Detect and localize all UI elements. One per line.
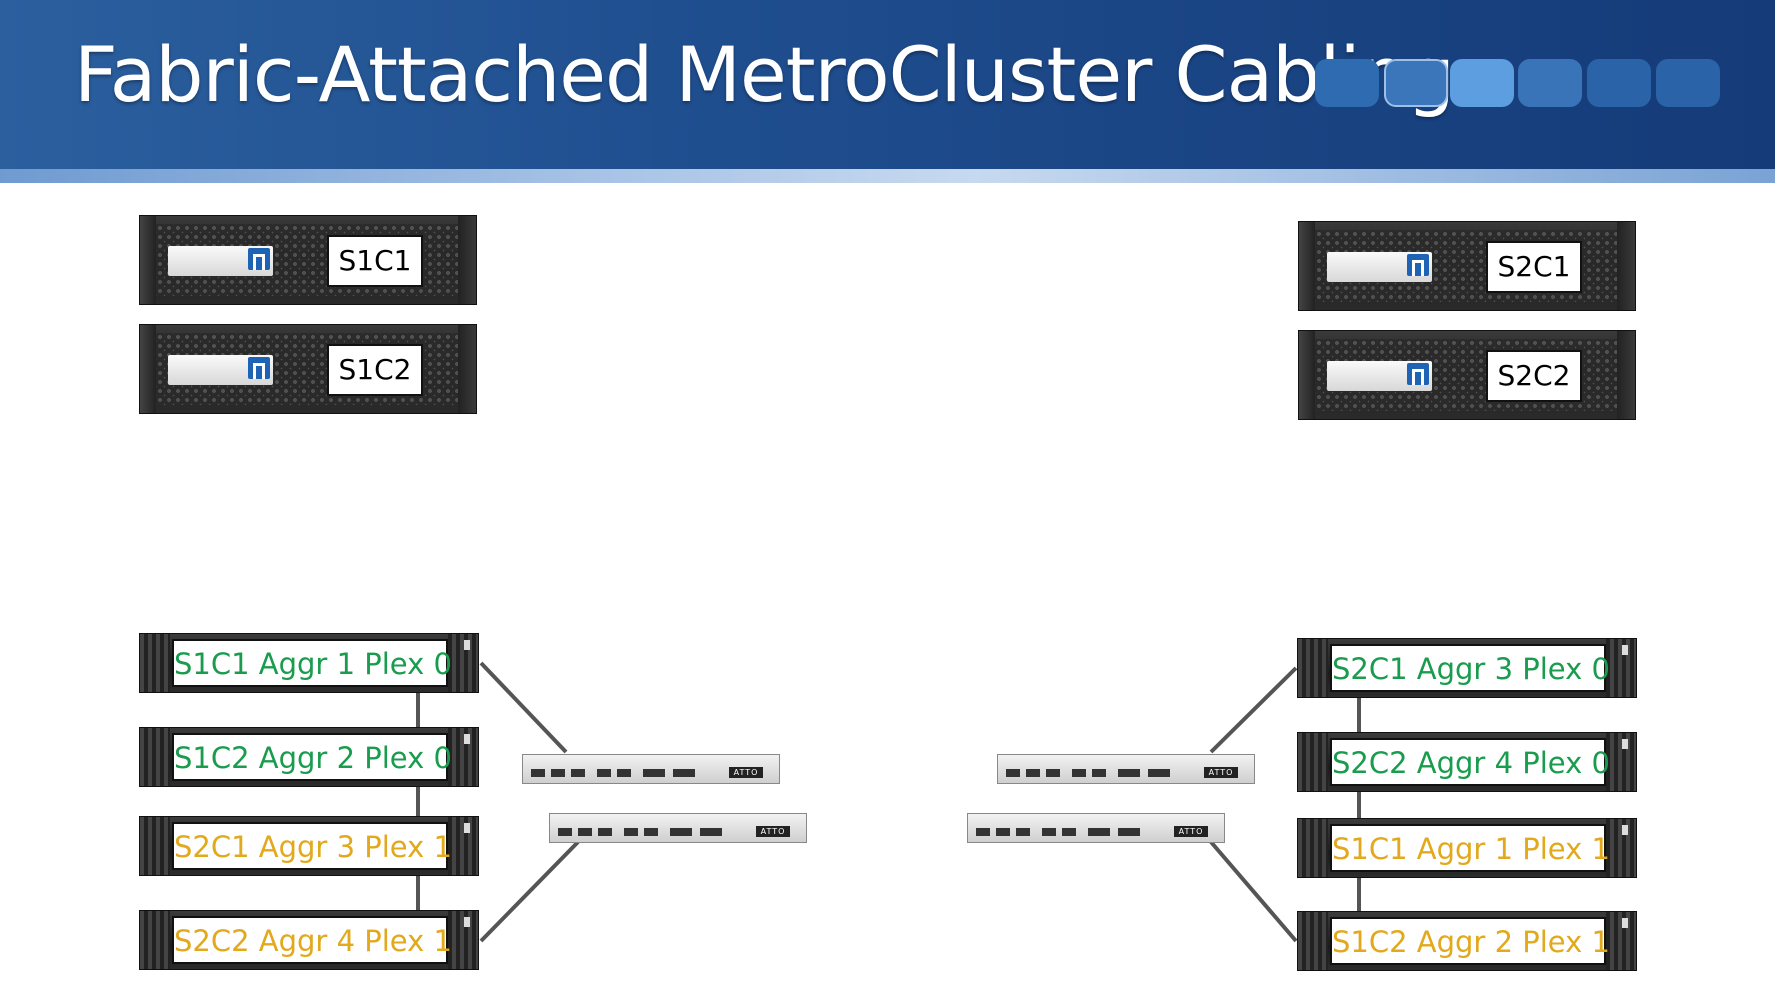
bridge-port-icon [670, 828, 692, 836]
bridge-port-icon [1118, 769, 1140, 777]
controller-label: S1C2 [327, 344, 423, 396]
netapp-logo-icon [1407, 363, 1429, 385]
netapp-logo-icon [248, 357, 270, 379]
bridge-port-icon [617, 769, 631, 777]
bridge-port-icon [1042, 828, 1056, 836]
fc-bridge-left-2: ATTO [549, 813, 807, 843]
cable-left-bottom-bridge [479, 840, 580, 943]
controller-s2c2: S2C2 [1298, 330, 1636, 420]
decor-tile-5 [1587, 59, 1651, 107]
bridge-port-icon [531, 769, 545, 777]
bridge-port-icon [597, 769, 611, 777]
bridge-port-icon [976, 828, 990, 836]
shelf-left-4: S2C2 Aggr 4 Plex 1 [139, 910, 479, 970]
cable-left-top-bridge [479, 661, 568, 754]
bridge-port-icon [1118, 828, 1140, 836]
controller-s1c1: S1C1 [139, 215, 477, 305]
controller-label: S1C1 [327, 235, 423, 287]
bridge-port-icon [598, 828, 612, 836]
shelf-right-2: S2C2 Aggr 4 Plex 0 [1297, 732, 1637, 792]
decor-tile-2 [1384, 59, 1448, 107]
cable-right-top-bridge [1209, 666, 1298, 754]
decor-tile-1 [1315, 59, 1379, 107]
fc-bridge-left-1: ATTO [522, 754, 780, 784]
bridge-port-icon [1088, 828, 1110, 836]
controller-s1c2: S1C2 [139, 324, 477, 414]
shelf-label: S1C1 Aggr 1 Plex 0 [172, 639, 452, 687]
fc-bridge-right-1: ATTO [997, 754, 1255, 784]
shelf-right-3: S1C1 Aggr 1 Plex 1 [1297, 818, 1637, 878]
shelf-label: S1C2 Aggr 2 Plex 0 [172, 733, 452, 781]
atto-logo: ATTO [729, 767, 763, 778]
decor-tile-6 [1656, 59, 1720, 107]
bridge-port-icon [1006, 769, 1020, 777]
netapp-logo-icon [1407, 254, 1429, 276]
decor-tile-4 [1518, 59, 1582, 107]
shelf-label: S2C2 Aggr 4 Plex 0 [1330, 738, 1610, 786]
shelf-left-2: S1C2 Aggr 2 Plex 0 [139, 727, 479, 787]
shelf-left-3: S2C1 Aggr 3 Plex 1 [139, 816, 479, 876]
bridge-port-icon [643, 769, 665, 777]
shelf-label: S2C2 Aggr 4 Plex 1 [172, 916, 452, 964]
bridge-port-icon [700, 828, 722, 836]
shelf-label: S2C1 Aggr 3 Plex 0 [1330, 644, 1610, 692]
atto-logo: ATTO [1174, 826, 1208, 837]
bridge-port-icon [644, 828, 658, 836]
bridge-port-icon [1026, 769, 1040, 777]
controller-label: S2C1 [1486, 241, 1582, 293]
bridge-port-icon [551, 769, 565, 777]
controller-s2c1: S2C1 [1298, 221, 1636, 311]
shelf-label: S1C2 Aggr 2 Plex 1 [1330, 917, 1610, 965]
title-banner: Fabric-Attached MetroCluster Cabling [0, 0, 1775, 183]
slide-title: Fabric-Attached MetroCluster Cabling [74, 30, 1455, 119]
shelf-left-1: S1C1 Aggr 1 Plex 0 [139, 633, 479, 693]
bridge-port-icon [1046, 769, 1060, 777]
cable-right-bottom-bridge [1209, 840, 1298, 943]
bridge-port-icon [1072, 769, 1086, 777]
bridge-port-icon [558, 828, 572, 836]
bridge-port-icon [1148, 769, 1170, 777]
bridge-port-icon [1062, 828, 1076, 836]
netapp-logo-icon [248, 248, 270, 270]
shelf-right-4: S1C2 Aggr 2 Plex 1 [1297, 911, 1637, 971]
shelf-label: S2C1 Aggr 3 Plex 1 [172, 822, 452, 870]
bridge-port-icon [624, 828, 638, 836]
shelf-right-1: S2C1 Aggr 3 Plex 0 [1297, 638, 1637, 698]
shelf-label: S1C1 Aggr 1 Plex 1 [1330, 824, 1610, 872]
bridge-port-icon [578, 828, 592, 836]
controller-label: S2C2 [1486, 350, 1582, 402]
bridge-port-icon [571, 769, 585, 777]
bridge-port-icon [996, 828, 1010, 836]
atto-logo: ATTO [756, 826, 790, 837]
decor-tile-3 [1450, 59, 1514, 107]
fc-bridge-right-2: ATTO [967, 813, 1225, 843]
bridge-port-icon [1016, 828, 1030, 836]
bridge-port-icon [673, 769, 695, 777]
atto-logo: ATTO [1204, 767, 1238, 778]
bridge-port-icon [1092, 769, 1106, 777]
